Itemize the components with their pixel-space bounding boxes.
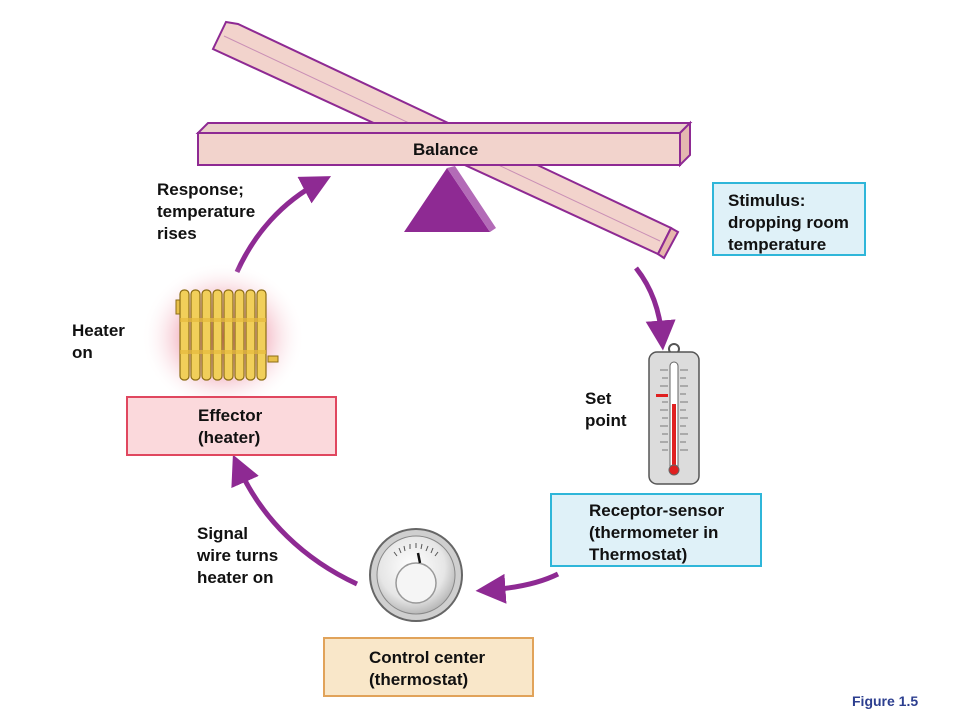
control-center-label: Control center (thermostat) [369,648,486,689]
effector-label: Effector (heater) [198,406,263,447]
thermostat-dial-icon [369,528,463,622]
effector-box: Effector (heater) [126,396,337,456]
radiator-icon [175,289,279,381]
arrow-stimulus-to-receptor [634,266,676,351]
set-point-label: Set point [585,389,627,430]
thermometer-icon [648,343,700,485]
response-label: Response; temperature rises [157,180,256,243]
arrow-receptor-to-control [475,571,560,604]
fulcrum-icon [404,166,496,232]
signal-label: Signal wire turns heater on [197,524,279,587]
heater-glow [141,262,305,412]
heater-on-label: Heater on [72,321,125,362]
receptor-box: Receptor-sensor (thermometer in Thermost… [550,493,762,567]
balance-label: Balance [413,140,479,159]
stimulus-box: Stimulus: dropping room temperature [712,182,866,256]
control-center-box: Control center (thermostat) [323,637,534,697]
stimulus-label: Stimulus: dropping room temperature [728,191,849,254]
figure-caption: Figure 1.5 [852,693,919,709]
arrow-control-to-effector [231,454,359,587]
arrow-effector-to-balance [234,176,332,274]
receptor-label: Receptor-sensor (thermometer in Thermost… [589,501,725,564]
level-beam [195,120,693,168]
